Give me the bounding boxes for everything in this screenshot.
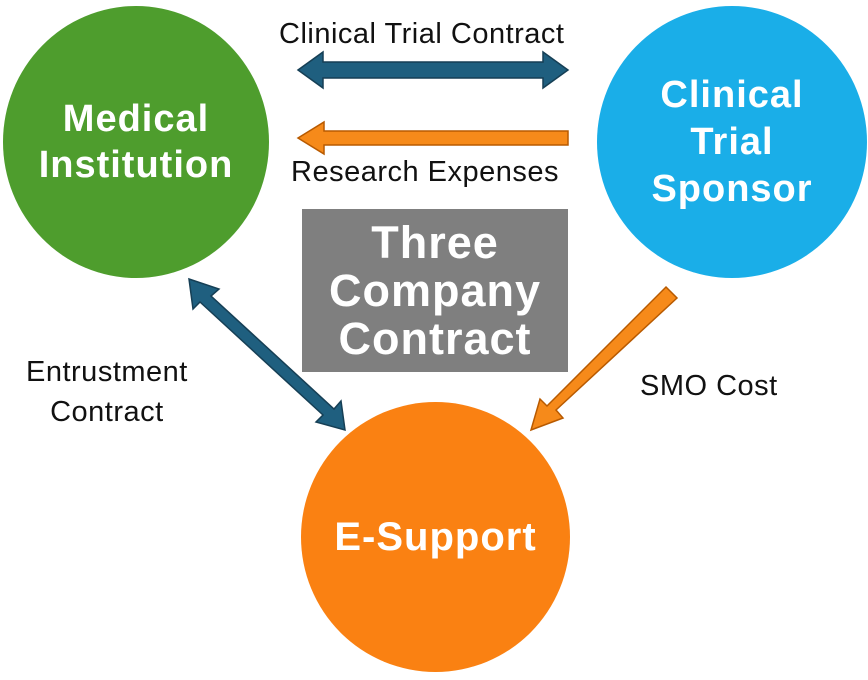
smo-cost-label: SMO Cost <box>640 370 778 402</box>
clinical-trial-contract-arrow <box>296 50 570 90</box>
medical-institution-label: Medical Institution <box>38 98 234 186</box>
smo-cost-arrow <box>529 285 679 432</box>
e-support-label: E-Support <box>334 514 537 559</box>
entrustment-contract-label: Entrustment Contract <box>26 356 188 428</box>
clinical-trial-contract-label: Clinical Trial Contract <box>279 18 565 50</box>
clinical-trial-sponsor-node: Clinical Trial Sponsor <box>597 6 867 278</box>
three-company-contract-box: Three Company Contract <box>302 209 568 372</box>
research-expenses-arrow <box>296 120 569 156</box>
medical-institution-node: Medical Institution <box>3 6 269 278</box>
three-company-contract-label: Three Company Contract <box>328 216 542 364</box>
e-support-node: E-Support <box>301 402 570 672</box>
clinical-trial-sponsor-label: Clinical Trial Sponsor <box>651 73 813 210</box>
entrustment-contract-arrow <box>188 277 346 432</box>
research-expenses-label: Research Expenses <box>291 156 560 188</box>
